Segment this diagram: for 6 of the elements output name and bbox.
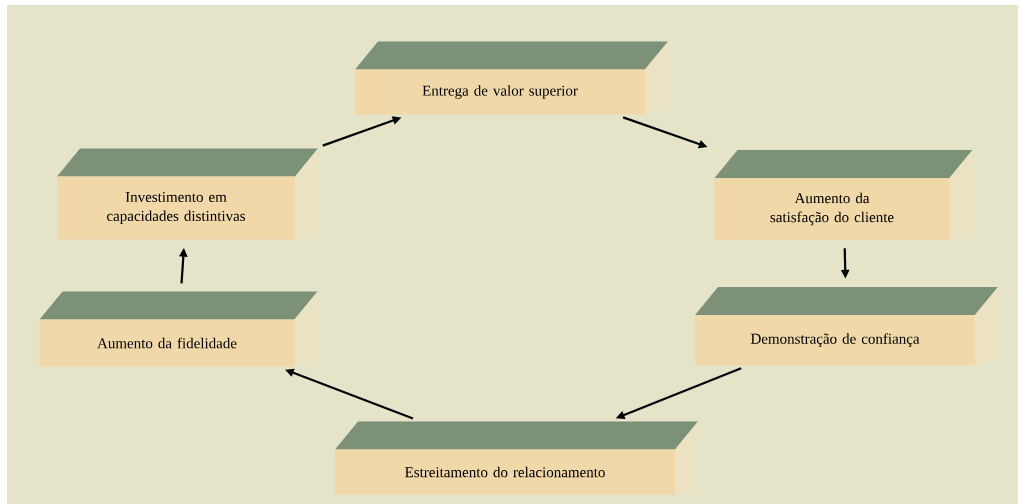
block-box: Aumento da fidelidade [39,291,318,367]
block-box: Investimento em capacidades distintivas [57,148,318,240]
block-box: Estreitamento do relacionamento [335,421,698,495]
block-box: Entrega de valor superior [355,41,668,115]
block-box: Demonstração de confiança [695,287,998,365]
block-box: Aumento da satisfação do cliente [714,150,973,240]
